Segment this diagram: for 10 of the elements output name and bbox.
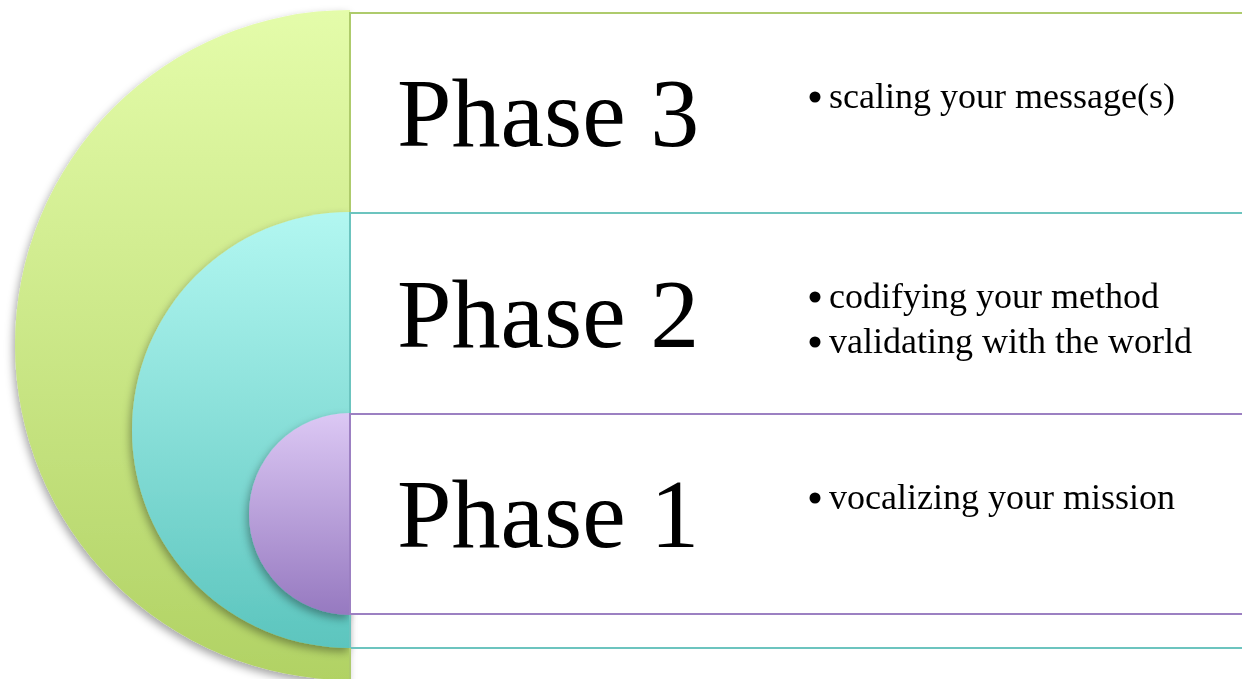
phase-heading: Phase 3: [397, 64, 701, 162]
phase-heading: Phase 2: [397, 264, 701, 363]
bullet-item: vocalizing your mission: [829, 476, 1176, 519]
phase-heading: Phase 1: [397, 465, 701, 563]
bullet-item: codifying your method: [829, 275, 1160, 318]
phase-band: [349, 212, 1242, 413]
phase-band: [349, 12, 1242, 212]
bullet-item: validating with the world: [829, 320, 1193, 363]
bullet-item: scaling your message(s): [829, 75, 1176, 118]
phase-band: [349, 413, 1242, 615]
